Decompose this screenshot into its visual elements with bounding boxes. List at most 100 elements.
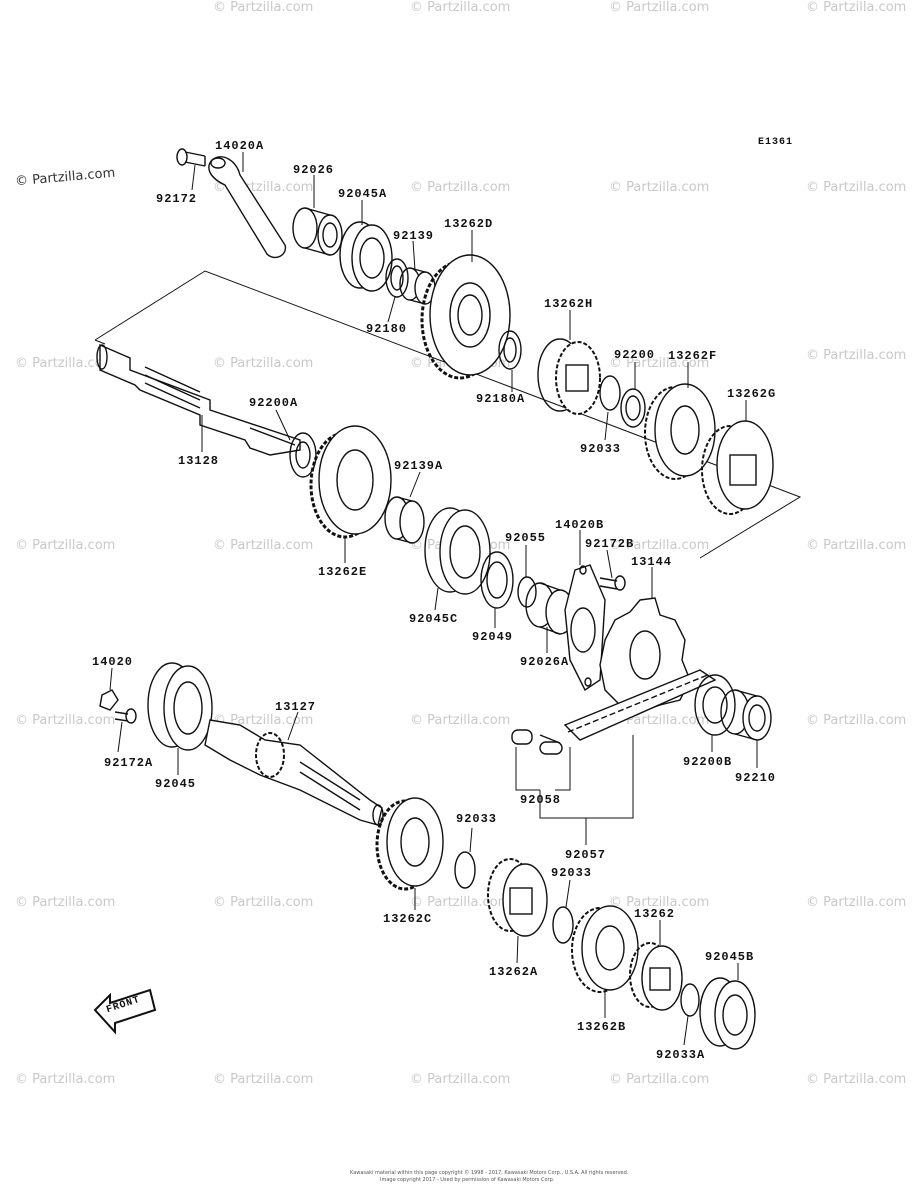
copyright-line: Image copyright 2017 - Used by permissio…	[380, 1177, 555, 1183]
part-label[interactable]: 92200A	[249, 396, 299, 410]
part-label[interactable]: 92026	[293, 163, 335, 177]
assembly-outline	[94, 339, 106, 345]
master-link-92058	[511, 729, 563, 755]
part-label[interactable]: 14020A	[215, 139, 265, 153]
gear-13262d	[420, 254, 511, 380]
part-label[interactable]: 13128	[178, 454, 220, 468]
part-label[interactable]: 13262F	[668, 349, 718, 363]
watermark: © Partzilla.com	[609, 180, 710, 195]
plate-14020b	[564, 564, 606, 692]
watermark: © Partzilla.com	[15, 713, 116, 728]
shaft-13127	[204, 719, 384, 826]
washer-92180	[385, 258, 409, 298]
watermark: © Partzilla.com	[806, 180, 907, 195]
bearing-92045c	[424, 507, 491, 595]
bolt-92172	[176, 148, 206, 167]
part-label[interactable]: 92200B	[683, 755, 733, 769]
bolt-92172b	[599, 575, 626, 591]
part-label[interactable]: 13262E	[318, 565, 368, 579]
bolt-92172a	[114, 708, 137, 724]
watermark: © Partzilla.com	[15, 538, 116, 553]
part-label[interactable]: 13144	[631, 555, 673, 569]
watermark: © Partzilla.com	[806, 1072, 907, 1087]
watermark: © Partzilla.com	[15, 895, 116, 910]
watermark: © Partzilla.com	[609, 356, 710, 371]
washer-92200a	[295, 441, 311, 469]
gear-13262h	[537, 338, 601, 415]
watermark: © Partzilla.com	[410, 180, 511, 195]
part-label[interactable]: 13262D	[444, 217, 494, 231]
bearing-92045	[147, 662, 213, 751]
part-label[interactable]: 92026A	[520, 655, 570, 669]
bushing-92139a	[384, 496, 425, 544]
washer-92200b	[694, 674, 736, 736]
part-label[interactable]: 92033	[456, 812, 498, 826]
part-label[interactable]: 13262H	[544, 297, 594, 311]
part-label[interactable]: 92210	[735, 771, 777, 785]
part-label[interactable]: 13262C	[383, 912, 433, 926]
circlip-92033a	[680, 983, 700, 1017]
watermark: © Partzilla.com	[213, 895, 314, 910]
shaft-13128	[96, 343, 301, 456]
part-label[interactable]: 92045C	[409, 612, 459, 626]
part-label[interactable]: 92180	[366, 322, 408, 336]
leader-lines	[109, 152, 758, 1046]
seal-92049	[486, 561, 508, 599]
circlip-92033	[599, 375, 621, 411]
part-label[interactable]: 92033	[551, 866, 593, 880]
watermark: © Partzilla.com	[806, 348, 907, 363]
part-label[interactable]: 14020B	[555, 518, 605, 532]
gear-13262f	[644, 383, 716, 480]
washer-92200	[625, 395, 641, 421]
chain-92057	[563, 669, 717, 741]
part-label[interactable]: 13262	[634, 907, 676, 921]
watermark: © Partzilla.com	[806, 713, 907, 728]
watermark: © Partzilla.com	[609, 895, 710, 910]
copyright-line: Kawasaki material within this page copyr…	[350, 1170, 629, 1176]
part-label[interactable]: 92045A	[338, 187, 388, 201]
part-label[interactable]: 92200	[614, 348, 656, 362]
part-label[interactable]: 92180A	[476, 392, 526, 406]
bearing-92045a	[339, 221, 393, 292]
part-label[interactable]: 13262A	[489, 965, 539, 979]
watermark: © Partzilla.com	[410, 0, 511, 15]
gear-13262a	[487, 858, 548, 937]
watermark: © Partzilla.com	[213, 1072, 314, 1087]
watermark: © Partzilla.com	[806, 895, 907, 910]
part-label[interactable]: 92045B	[705, 950, 755, 964]
gear-13262g	[701, 420, 774, 515]
part-label[interactable]: 92057	[565, 848, 607, 862]
part-label[interactable]: 92033A	[656, 1048, 706, 1062]
watermark: © Partzilla.com	[410, 713, 511, 728]
watermark: © Partzilla.com	[806, 538, 907, 553]
part-label[interactable]: 92139A	[394, 459, 444, 473]
watermark: © Partzilla.com	[15, 356, 116, 371]
circlip-92033	[552, 906, 574, 944]
circlip-92033	[454, 851, 476, 889]
part-label[interactable]: 92172B	[585, 537, 635, 551]
washer-92200	[620, 388, 646, 428]
part-label[interactable]: 92045	[155, 777, 197, 791]
watermark: © Partzilla.com	[609, 0, 710, 15]
part-label[interactable]: 92172	[156, 192, 198, 206]
part-label[interactable]: 92139	[393, 229, 435, 243]
watermark: © Partzilla.com	[213, 356, 314, 371]
gear-13262c	[375, 797, 444, 891]
seal-92049	[480, 551, 514, 609]
oring-92055	[517, 576, 537, 608]
gear-13262b	[571, 905, 639, 993]
part-label[interactable]: 13262B	[577, 1020, 627, 1034]
part-label[interactable]: 13127	[275, 700, 317, 714]
part-label[interactable]: 92058	[520, 793, 562, 807]
watermark: © Partzilla.com	[609, 713, 710, 728]
collar-92210	[720, 689, 772, 741]
part-label[interactable]: 92049	[472, 630, 514, 644]
part-label[interactable]: 92033	[580, 442, 622, 456]
part-label[interactable]: 14020	[92, 655, 134, 669]
part-label[interactable]: 13262G	[727, 387, 777, 401]
watermark: © Partzilla.com	[213, 0, 314, 15]
part-label[interactable]: 92055	[505, 531, 547, 545]
part-label[interactable]: 92172A	[104, 756, 154, 770]
gear-13262e	[309, 425, 392, 539]
